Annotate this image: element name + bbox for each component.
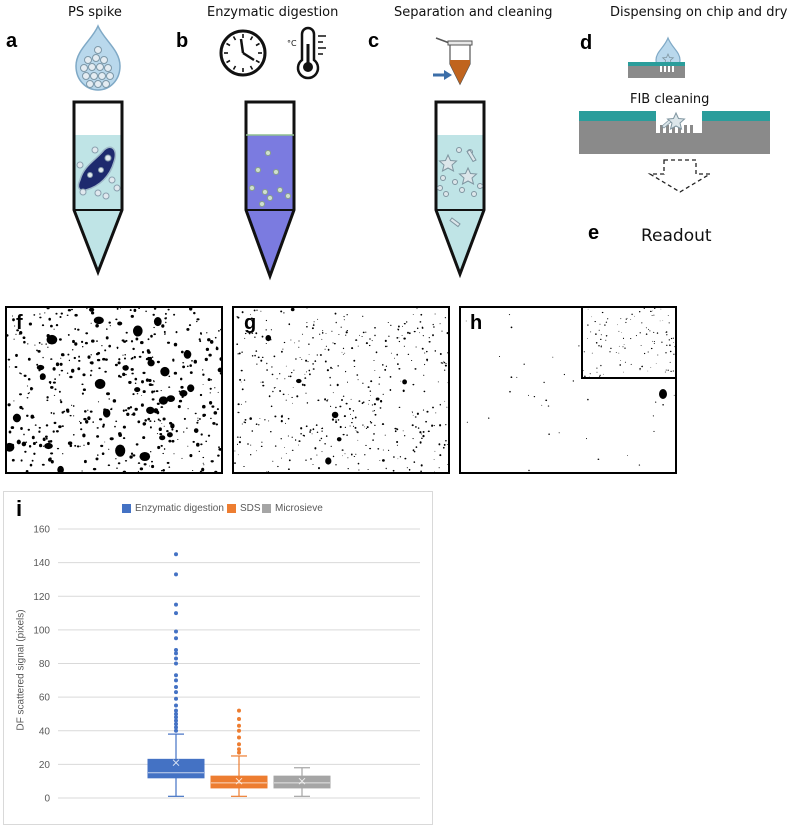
speckle-particles-h — [465, 308, 675, 472]
speckle-particles-h-inset — [582, 307, 676, 378]
legend-item-enzymatic: Enzymatic digestion — [122, 503, 224, 514]
tube-c-icon — [434, 100, 486, 279]
outlier-point — [174, 572, 178, 577]
large-particle-h — [659, 389, 667, 399]
panel-label-a: a — [6, 30, 18, 52]
panel-label-d: d — [580, 32, 593, 54]
panel-title-a: PS spike — [68, 5, 122, 20]
outlier-point — [174, 703, 178, 708]
legend-label-sds: SDS — [240, 503, 261, 514]
box-microsieve — [273, 767, 331, 797]
box-iqr — [210, 775, 268, 789]
outlier-point — [174, 708, 178, 713]
legend-item-sds: SDS — [227, 503, 261, 514]
outlier-point — [174, 685, 178, 690]
chart-frame — [3, 491, 433, 825]
clock-icon — [219, 29, 267, 77]
outlier-point — [174, 656, 178, 661]
legend-swatch-enzymatic — [122, 504, 131, 513]
y-tick-label: 160 — [33, 525, 50, 536]
y-tick-label: 80 — [39, 659, 51, 670]
outlier-point — [174, 696, 178, 701]
thermometer-icon — [296, 26, 326, 80]
outlier-point — [174, 629, 178, 634]
box-enzymatic-digestion — [147, 552, 205, 797]
outlier-point — [174, 690, 178, 695]
y-tick-label: 120 — [33, 592, 50, 603]
speckle-particles-g — [234, 308, 448, 472]
outlier-point — [174, 711, 178, 716]
tube-a-icon — [72, 100, 124, 277]
workflow-illustrations: °C — [72, 24, 770, 281]
outlier-point — [174, 636, 178, 641]
outlier-point — [174, 648, 178, 653]
box-iqr — [273, 775, 331, 789]
y-tick-label: 20 — [39, 760, 51, 771]
outlier-point — [174, 602, 178, 607]
panel-label-g: g — [244, 312, 257, 334]
outlier-point — [174, 552, 178, 557]
micrograph-h-inset — [581, 306, 677, 379]
legend-item-microsieve: Microsieve — [262, 503, 323, 514]
box-sds — [210, 708, 268, 797]
box-mean-marker — [235, 777, 243, 785]
y-tick-label: 0 — [44, 794, 50, 805]
droplet-icon — [75, 24, 121, 91]
y-tick-label: 60 — [39, 693, 51, 704]
panel-label-i: i — [16, 496, 23, 521]
outlier-point — [174, 725, 178, 730]
speckle-particles-f — [7, 308, 221, 472]
micrograph-f — [5, 306, 223, 474]
legend-swatch-microsieve — [262, 504, 271, 513]
outlier-point — [174, 728, 178, 733]
outlier-point — [237, 723, 241, 728]
outlier-point — [237, 742, 241, 747]
box-mean-marker — [298, 777, 306, 785]
outlier-point — [174, 651, 178, 656]
panel-title-c: Separation and cleaning — [394, 5, 553, 20]
outlier-point — [174, 718, 178, 723]
outlier-point — [237, 716, 241, 721]
outlier-point — [174, 722, 178, 727]
outlier-point — [237, 750, 241, 755]
outlier-point — [174, 673, 178, 678]
panel-label-h: h — [470, 312, 483, 334]
outlier-point — [237, 735, 241, 740]
panel-title-b: Enzymatic digestion — [207, 5, 339, 20]
outlier-point — [174, 661, 178, 666]
y-tick-label: 40 — [39, 726, 51, 737]
panel-label-e: e — [588, 222, 600, 244]
outlier-point — [237, 728, 241, 733]
thermometer-unit: °C — [287, 39, 297, 48]
panel-title-d: Dispensing on chip and dry — [610, 5, 788, 20]
outlier-point — [174, 715, 178, 720]
legend-label-microsieve: Microsieve — [275, 503, 323, 514]
y-tick-label: 100 — [33, 625, 50, 636]
panel-label-f: f — [16, 312, 23, 334]
panel-label-c: c — [368, 30, 380, 52]
down-arrow-icon — [647, 159, 713, 193]
outlier-point — [237, 747, 241, 752]
fib-cleaning-label: FIB cleaning — [630, 92, 710, 107]
fib-chip-icon — [579, 111, 770, 154]
legend-swatch-sds — [227, 504, 236, 513]
outlier-point — [237, 708, 241, 713]
y-tick-label: 140 — [33, 558, 50, 569]
box-mean-marker — [172, 759, 180, 767]
readout-label: Readout — [641, 226, 712, 246]
outlier-point — [174, 611, 178, 616]
legend-label-enzymatic: Enzymatic digestion — [135, 503, 224, 514]
outlier-point — [174, 678, 178, 683]
tube-b-icon — [244, 100, 296, 281]
centrifuge-tube-icon — [433, 37, 473, 86]
panel-label-b: b — [176, 30, 189, 52]
chip-droplet-icon — [628, 36, 685, 78]
micrograph-h — [459, 306, 677, 474]
micrograph-g — [232, 306, 450, 474]
